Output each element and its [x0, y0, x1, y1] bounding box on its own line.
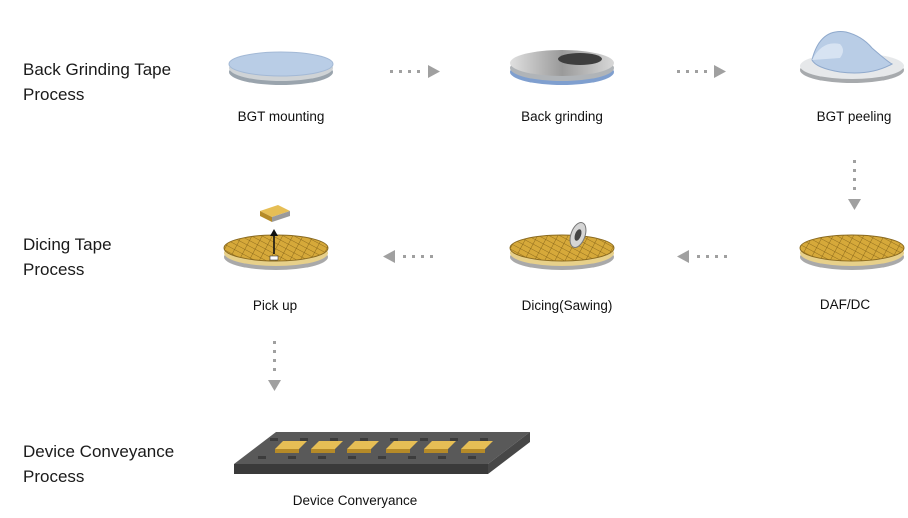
arrow-left-1	[677, 250, 727, 263]
step-label-back-grinding: Back grinding	[521, 109, 603, 124]
row-label-line1: Device Conveyance	[23, 442, 175, 461]
row-label-back-grinding-tape: Back Grinding Tape Process	[23, 57, 171, 107]
bgt-peeling-wafer	[800, 31, 904, 83]
step-label-bgt-peeling: BGT peeling	[816, 109, 892, 124]
arrow-right-1	[390, 65, 440, 78]
arrow-down-1	[848, 160, 861, 210]
row-label-dicing-tape: Dicing Tape Process	[23, 232, 112, 282]
row-label-line1: Back Grinding Tape	[23, 60, 172, 79]
row-label-line2: Process	[23, 467, 85, 486]
row-label-line2: Process	[23, 260, 85, 279]
dicing-sawing-wafer	[509, 222, 615, 270]
step-label-daf-dc: DAF/DC	[819, 297, 871, 312]
step-label-device-conveyance: Device Converyance	[292, 493, 418, 508]
bgt-mounting-wafer	[228, 51, 334, 85]
row-label-line1: Dicing Tape	[23, 235, 112, 254]
row-label-line2: Process	[23, 85, 85, 104]
device-conveyance-tray	[234, 432, 530, 474]
step-label-dicing-sawing: Dicing(Sawing)	[521, 298, 613, 313]
arrow-left-2	[383, 250, 433, 263]
step-label-bgt-mounting: BGT mounting	[237, 109, 325, 124]
daf-dc-wafer	[799, 234, 905, 270]
arrow-right-2	[677, 65, 726, 78]
arrow-down-2	[268, 341, 281, 391]
pick-up-wafer	[223, 205, 329, 270]
back-grinding-wafer	[510, 50, 614, 85]
row-label-device-conveyance: Device Conveyance Process	[23, 439, 174, 489]
step-label-pick-up: Pick up	[252, 298, 298, 313]
